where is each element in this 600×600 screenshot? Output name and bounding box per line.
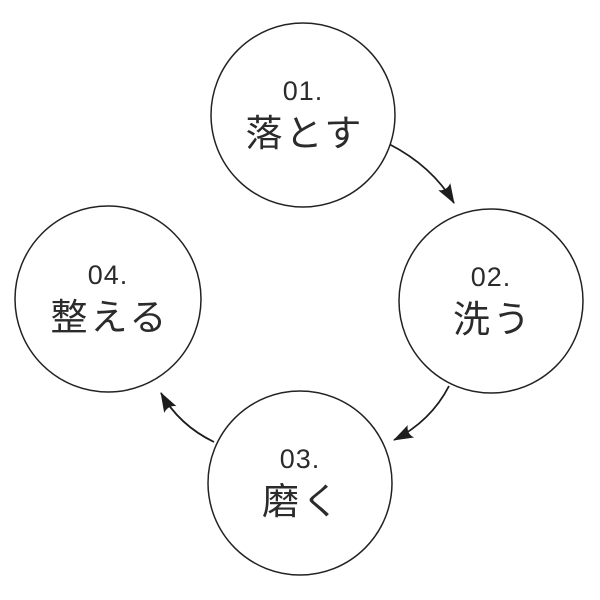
step-01-number: 01. bbox=[283, 76, 324, 106]
step-04-group: 04. 整える bbox=[14, 205, 202, 393]
step-03-group: 03. 磨く bbox=[207, 390, 393, 576]
step-03-circle bbox=[207, 390, 393, 576]
step-02-circle bbox=[398, 208, 584, 394]
step-04-number: 04. bbox=[88, 260, 129, 290]
step-02-group: 02. 洗う bbox=[398, 208, 584, 394]
step-04-circle bbox=[14, 205, 202, 393]
step-01-group: 01. 落とす bbox=[210, 22, 396, 208]
step-02-number: 02. bbox=[471, 262, 512, 292]
step-04-label: 整える bbox=[51, 297, 170, 338]
arrow-step02-to-step03 bbox=[393, 385, 450, 441]
step-02-label: 洗う bbox=[453, 299, 533, 340]
step-03-number: 03. bbox=[280, 444, 321, 474]
step-01-circle bbox=[210, 22, 396, 208]
step-03-label: 磨く bbox=[262, 481, 342, 522]
arrow-step01-to-step02 bbox=[388, 143, 455, 204]
arrow-step03-to-step04 bbox=[160, 392, 215, 443]
step-01-label: 落とす bbox=[246, 113, 365, 154]
